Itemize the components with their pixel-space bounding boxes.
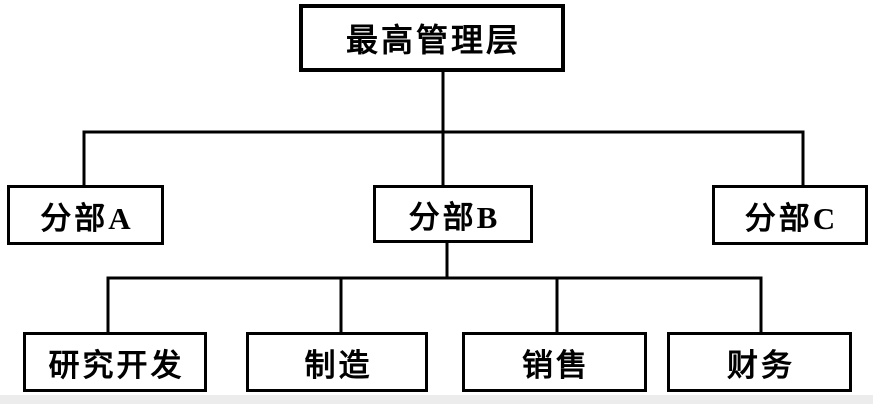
node-research-development-label: 研究开发: [48, 347, 185, 383]
node-manufacturing-label: 制造: [304, 347, 373, 383]
node-top-management: 最高管理层: [299, 4, 565, 72]
connector-department-rail: [106, 276, 763, 333]
node-division-a-label: 分部A: [40, 200, 134, 236]
node-finance-label: 财务: [727, 347, 795, 383]
node-division-c: 分部C: [712, 185, 868, 245]
node-manufacturing: 制造: [246, 332, 428, 392]
node-top-management-label: 最高管理层: [345, 22, 521, 58]
bottom-edge-strip: [0, 395, 873, 404]
node-division-b: 分部B: [373, 185, 533, 243]
connector-division-rail: [82, 130, 805, 186]
node-division-c-label: 分部C: [744, 200, 839, 236]
node-finance: 财务: [667, 332, 852, 392]
node-division-a: 分部A: [7, 185, 164, 245]
node-sales-label: 销售: [522, 347, 590, 383]
node-division-b-label: 分部B: [408, 199, 501, 235]
node-research-development: 研究开发: [23, 332, 207, 392]
node-sales: 销售: [462, 332, 647, 392]
